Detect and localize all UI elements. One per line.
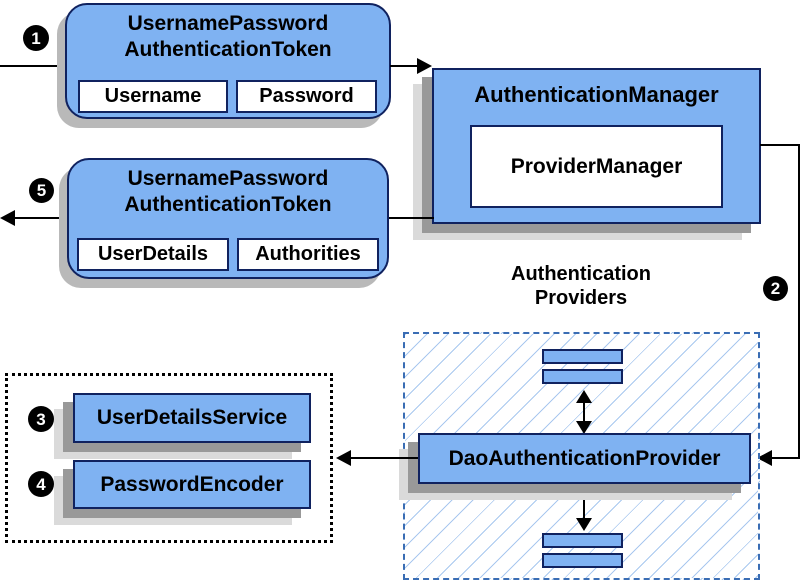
result-authentication-token-box: UsernamePassword AuthenticationToken Use… — [67, 158, 389, 279]
authentication-providers-label: Authentication Providers — [471, 262, 691, 310]
provider-stack-bar — [542, 533, 623, 548]
step-5-badge: 5 — [29, 178, 54, 203]
step-2-number: 2 — [770, 279, 781, 298]
dao-authentication-provider-label: DaoAuthenticationProvider — [448, 446, 721, 470]
username-field-label: Username — [104, 85, 202, 107]
provider-manager-box: ProviderManager — [470, 125, 723, 208]
user-details-field-box: UserDetails — [77, 238, 229, 271]
double-arrow-vertical-icon — [576, 390, 592, 434]
authentication-manager-box: AuthenticationManager ProviderManager — [432, 68, 761, 224]
authentication-providers-label-line2: Providers — [534, 287, 628, 309]
user-details-service-label: UserDetailsService — [96, 406, 288, 429]
result-token-title-line1: UsernamePassword — [127, 167, 329, 190]
dao-authentication-provider-box: DaoAuthenticationProvider — [418, 433, 751, 484]
request-token-title-line1: UsernamePassword — [127, 12, 329, 35]
request-token-title-line2: AuthenticationToken — [124, 38, 332, 61]
flow-line-token-to-manager — [390, 65, 420, 67]
flow-line-result-token-out — [13, 217, 68, 219]
password-field-box: Password — [236, 80, 377, 113]
arrow-right-icon — [417, 58, 432, 74]
flow-line-into-dao-provider — [770, 457, 800, 459]
password-encoder-box: PasswordEncoder — [73, 460, 311, 509]
double-arrow-vertical-icon — [576, 486, 592, 531]
arrow-left-icon — [336, 450, 351, 466]
request-authentication-token-box: UsernamePassword AuthenticationToken Use… — [65, 3, 391, 119]
request-token-title: UsernamePassword AuthenticationToken — [67, 5, 389, 63]
result-token-title-line2: AuthenticationToken — [124, 193, 332, 216]
user-details-service-box: UserDetailsService — [73, 393, 311, 443]
step-3-number: 3 — [36, 409, 46, 429]
step-2-badge: 2 — [763, 276, 788, 301]
arrow-left-icon — [757, 450, 772, 466]
step-4-badge: 4 — [28, 471, 54, 497]
collaborators-box — [5, 373, 333, 543]
password-field-label: Password — [259, 85, 354, 107]
result-token-title: UsernamePassword AuthenticationToken — [69, 160, 387, 218]
step-4-number: 4 — [36, 474, 46, 494]
provider-stack-bar — [542, 553, 623, 568]
step-3-badge: 3 — [28, 406, 54, 432]
user-details-field-label: UserDetails — [97, 243, 209, 265]
flow-line-manager-to-result-token — [388, 217, 434, 219]
arrow-left-icon — [0, 210, 15, 226]
authentication-providers-label-line1: Authentication — [511, 263, 651, 285]
flow-line-right-vertical — [798, 144, 800, 459]
step-5-number: 5 — [36, 181, 47, 200]
authorities-field-box: Authorities — [237, 238, 379, 271]
password-encoder-label: PasswordEncoder — [100, 472, 284, 496]
flow-line-dao-to-collaborators — [350, 457, 418, 459]
authentication-manager-title: AuthenticationManager — [474, 82, 719, 107]
provider-stack-bar — [542, 369, 623, 384]
authorities-field-label: Authorities — [255, 243, 361, 265]
step-1-badge: 1 — [23, 25, 49, 51]
flow-line-manager-right — [760, 144, 800, 146]
flow-line-into-request-token — [0, 65, 66, 67]
provider-manager-label: ProviderManager — [510, 154, 683, 178]
step-1-number: 1 — [31, 28, 41, 48]
provider-stack-bar — [542, 349, 623, 364]
username-field-box: Username — [78, 80, 228, 113]
